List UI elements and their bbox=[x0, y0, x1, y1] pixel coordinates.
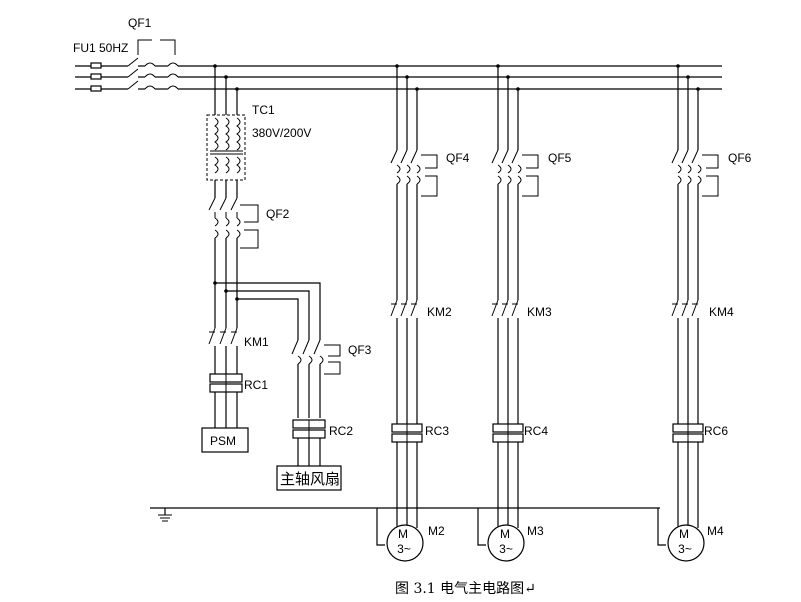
spindle-fan-box bbox=[276, 465, 342, 491]
ground-line bbox=[150, 507, 660, 522]
breaker-icon bbox=[491, 149, 539, 197]
motor-icon bbox=[386, 524, 424, 562]
breaker-icon bbox=[390, 149, 438, 197]
label-m3: M3 bbox=[527, 524, 544, 538]
rc1-snubber-icon bbox=[209, 373, 243, 393]
label-rc2: RC2 bbox=[329, 424, 353, 438]
motor-m2-3: 3~ bbox=[397, 542, 411, 556]
label-tc1: TC1 bbox=[252, 103, 275, 117]
qf3-breaker-icon bbox=[291, 339, 341, 375]
contactor-icon bbox=[390, 299, 418, 317]
rc2-snubber-icon bbox=[292, 419, 326, 439]
motor-branch-m4 bbox=[657, 64, 719, 562]
fuse-icon bbox=[90, 62, 102, 69]
label-rc1: RC1 bbox=[244, 378, 268, 392]
contactor-icon bbox=[671, 299, 699, 317]
qf1-breaker-icon bbox=[127, 39, 179, 90]
figure-caption: 图 3.1 电气主电路图↵ bbox=[395, 581, 536, 597]
label-rc6: RC6 bbox=[704, 424, 728, 438]
label-tc1-rating: 380V/200V bbox=[252, 126, 311, 140]
branch-spindle-fan bbox=[213, 281, 342, 491]
motor-m3-3: 3~ bbox=[499, 542, 513, 556]
transformer-icon bbox=[206, 114, 246, 181]
fuse-icon bbox=[90, 85, 102, 92]
snubber-icon bbox=[672, 423, 704, 443]
psm-box bbox=[201, 427, 249, 453]
km1-contactor-icon bbox=[208, 327, 238, 345]
label-m4: M4 bbox=[707, 524, 724, 538]
label-km3: KM3 bbox=[527, 305, 552, 319]
label-km4: KM4 bbox=[709, 305, 734, 319]
label-rc3: RC3 bbox=[425, 424, 449, 438]
label-m2: M2 bbox=[428, 524, 445, 538]
label-qf6: QF6 bbox=[728, 151, 752, 165]
label-fu1: FU1 50HZ bbox=[73, 41, 128, 55]
label-qf2: QF2 bbox=[266, 207, 290, 221]
snubber-icon bbox=[391, 423, 423, 443]
label-rc4: RC4 bbox=[524, 424, 548, 438]
motor-branches bbox=[376, 64, 719, 562]
motor-icon bbox=[487, 524, 525, 562]
label-spindle-fan: 主轴风扇 bbox=[280, 471, 340, 488]
motor-branch-m2 bbox=[376, 64, 438, 562]
label-qf3: QF3 bbox=[348, 343, 372, 357]
label-psm: PSM bbox=[210, 434, 236, 448]
motor-m4-m: M bbox=[679, 527, 689, 541]
motor-m4-3: 3~ bbox=[678, 542, 692, 556]
snubber-icon bbox=[492, 423, 524, 443]
motor-m3-m: M bbox=[500, 527, 510, 541]
motor-m2-m: M bbox=[398, 527, 408, 541]
motor-branch-m3 bbox=[477, 64, 539, 562]
incoming-supply bbox=[75, 39, 722, 92]
label-km2: KM2 bbox=[427, 305, 452, 319]
motor-icon bbox=[667, 524, 705, 562]
contactor-icon bbox=[491, 299, 519, 317]
label-qf4: QF4 bbox=[446, 151, 470, 165]
branch-psm bbox=[201, 64, 259, 453]
qf2-breaker-icon bbox=[208, 197, 259, 249]
label-qf5: QF5 bbox=[548, 151, 572, 165]
label-qf1: QF1 bbox=[128, 16, 152, 30]
fuse-icon bbox=[90, 73, 102, 80]
breaker-icon bbox=[671, 149, 719, 197]
label-km1: KM1 bbox=[244, 335, 269, 349]
